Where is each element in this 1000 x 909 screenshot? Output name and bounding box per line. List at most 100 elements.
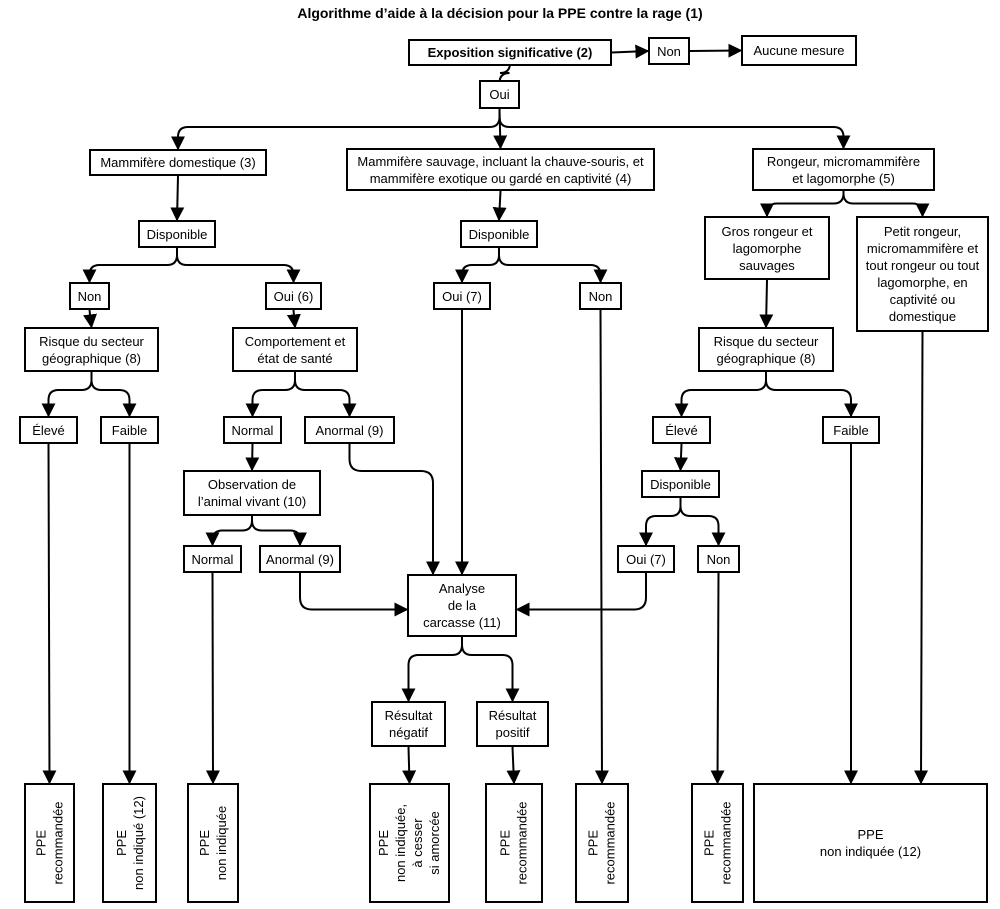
edge-non-s-to-o6 — [594, 309, 609, 785]
node-label: PPE recommandée — [586, 801, 619, 885]
node-label: PPE recommandée — [701, 801, 734, 885]
edge-dom-to-disp-dom — [170, 175, 185, 222]
edge-oui6-to-comport — [286, 309, 301, 329]
node-petit: Petit rongeur, micromammifère et tout ro… — [856, 216, 989, 332]
node-label: Non — [706, 551, 731, 567]
node-label: PPE non indiquée (12) — [819, 827, 922, 859]
node-label: Oui — [489, 87, 510, 102]
node-label: Résultat négatif — [384, 708, 433, 740]
node-label: Petit rongeur, micromammifère et tout ro… — [865, 224, 980, 324]
node-label: Gros rongeur et lagomorphe sauvages — [721, 223, 813, 273]
node-label: Faible — [111, 422, 148, 438]
node-label: Mammifère sauvage, incluant la chauve-so… — [357, 153, 644, 186]
node-label: Normal — [231, 422, 274, 438]
edge-risque-r-to-eleve-r — [674, 372, 767, 418]
edge-risque-l-to-eleve-l — [41, 372, 93, 418]
node-expo: Exposition significative (2) — [408, 39, 612, 66]
node-label: Aucune mesure — [753, 43, 845, 58]
node-label: Analyse de la carcasse (11) — [423, 581, 501, 630]
node-label: Disponible — [146, 226, 208, 242]
node-label: Anormal (9) — [266, 551, 334, 567]
node-label: Disponible — [468, 226, 530, 242]
edge-disp-r-to-non-r — [679, 498, 726, 547]
node-label: Risque du secteur géographique (8) — [39, 333, 144, 366]
node-analyse: Analyse de la carcasse (11) — [407, 574, 517, 637]
edge-sauv-to-disp-sauv — [492, 190, 507, 222]
node-label: Élevé — [665, 422, 698, 438]
node-res-pos: Résultat positif — [476, 701, 549, 747]
edge-expo-to-oui-top — [492, 62, 511, 93]
node-label: PPE recommandée — [33, 801, 66, 885]
node-oui7-s: Oui (7) — [433, 282, 491, 310]
node-gros: Gros rongeur et lagomorphe sauvages — [704, 216, 830, 280]
edge-anormal2-to-analyse — [299, 573, 409, 617]
node-eleve-l: Élevé — [19, 416, 78, 444]
node-label: Non — [588, 288, 613, 304]
edge-rong-to-petit — [842, 191, 930, 218]
node-label: PPE non indiquée — [197, 805, 229, 881]
node-observ: Observation de l’animal vivant (10) — [183, 470, 321, 516]
node-sauv: Mammifère sauvage, incluant la chauve-so… — [346, 148, 655, 191]
edge-observ-to-normal2 — [205, 516, 253, 547]
node-disp-dom: Disponible — [138, 220, 216, 248]
node-o1: PPE recommandée — [24, 783, 75, 903]
node-eleve-r: Élevé — [652, 416, 711, 444]
edge-disp-r-to-oui7-r — [639, 498, 682, 547]
node-label: PPE non indiqué (12) — [113, 796, 146, 890]
edge-eleve-l-to-o1 — [42, 443, 57, 785]
node-o8: PPE non indiquée (12) — [753, 783, 988, 903]
edge-petit-to-o8 — [914, 331, 929, 785]
node-o3: PPE non indiquée — [187, 783, 239, 903]
edge-disp-sauv-to-oui7-s — [455, 248, 500, 284]
edge-anormal1-to-analyse — [348, 444, 440, 576]
node-o4: PPE non indiquée, à cesser si amorcée — [369, 783, 450, 903]
edge-disp-dom-to-non-dom — [82, 248, 178, 284]
node-o2: PPE non indiqué (12) — [102, 783, 157, 903]
node-oui6: Oui (6) — [265, 282, 322, 310]
node-oui7-r: Oui (7) — [617, 545, 675, 573]
node-o7: PPE recommandée — [691, 783, 744, 903]
node-o5: PPE recommandée — [485, 783, 543, 903]
node-oui-top: Oui — [479, 80, 520, 109]
node-label: Résultat positif — [488, 708, 537, 740]
node-label: Non — [77, 288, 102, 304]
node-non-r: Non — [697, 545, 740, 573]
node-o6: PPE recommandée — [575, 783, 629, 903]
edge-disp-dom-to-oui6 — [176, 248, 301, 284]
edge-eleve-r-to-disp-r — [673, 443, 688, 472]
node-label: Risque du secteur géographique (8) — [713, 333, 819, 366]
edge-oui-top-to-rong — [498, 109, 851, 150]
node-risque-r: Risque du secteur géographique (8) — [698, 327, 834, 372]
node-non-top: Non — [648, 37, 690, 65]
node-label: Exposition significative (2) — [427, 45, 593, 60]
node-disp-sauv: Disponible — [460, 220, 538, 248]
edge-normal2-to-o3 — [205, 572, 220, 785]
node-label: Comportement et état de santé — [244, 333, 346, 366]
edge-analyse-to-res-pos — [461, 637, 520, 703]
edge-non-dom-to-risque-l — [83, 309, 97, 329]
node-faible-r: Faible — [822, 416, 880, 444]
edge-risque-r-to-faible-r — [765, 372, 858, 418]
node-faible-l: Faible — [100, 416, 159, 444]
node-label: Oui (7) — [626, 551, 666, 567]
node-comport: Comportement et état de santé — [232, 327, 358, 372]
node-normal1: Normal — [223, 416, 282, 444]
edge-analyse-to-res-neg — [401, 637, 463, 703]
edge-comport-to-anormal1 — [294, 372, 357, 418]
node-label: Normal — [191, 551, 234, 567]
node-rong: Rongeur, micromammifère et lagomorphe (5… — [752, 148, 935, 191]
edge-observ-to-anormal2 — [251, 516, 307, 547]
node-label: Faible — [833, 422, 869, 438]
node-label: Mammifère domestique (3) — [100, 155, 256, 170]
edge-expo-to-non-top — [611, 44, 650, 59]
node-res-neg: Résultat négatif — [371, 701, 446, 747]
node-label: Rongeur, micromammifère et lagomorphe (5… — [766, 153, 921, 186]
node-label: Observation de l’animal vivant (10) — [197, 477, 307, 509]
node-label: Non — [657, 43, 681, 59]
node-label: Disponible — [650, 476, 711, 492]
node-aucune: Aucune mesure — [741, 35, 857, 66]
node-risque-l: Risque du secteur géographique (8) — [24, 327, 159, 372]
edge-non-r-to-o7 — [710, 572, 725, 785]
edge-oui-top-to-dom — [171, 109, 501, 151]
